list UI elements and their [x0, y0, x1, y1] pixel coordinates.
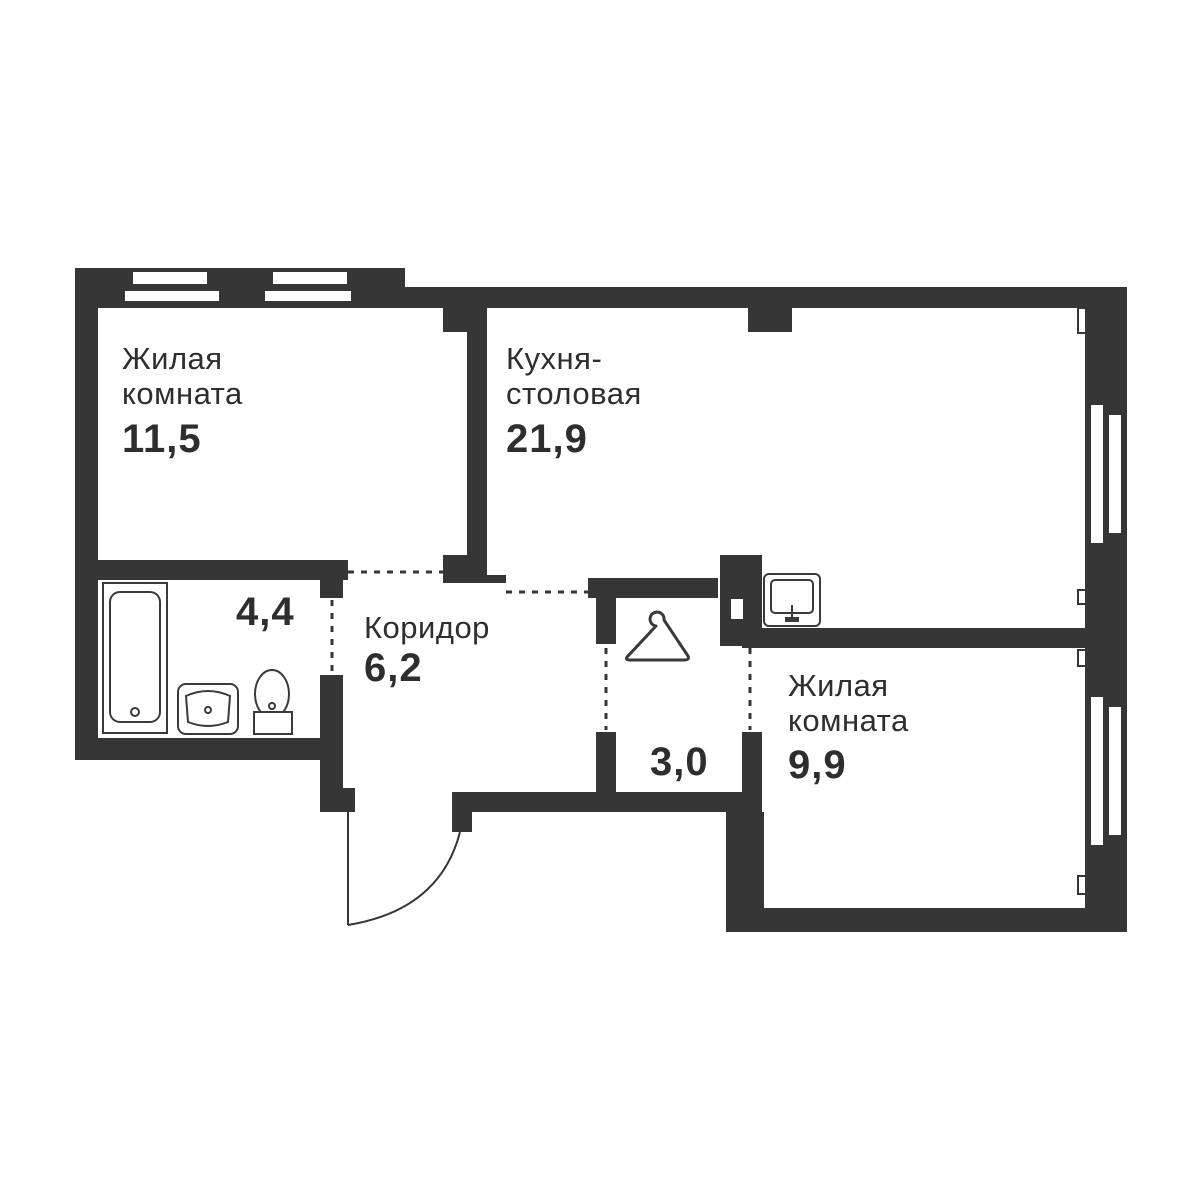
living-room-2-name: Жилая комната: [788, 668, 909, 738]
living-room-1-name: Жилая комната: [122, 341, 243, 411]
wardrobe-area: 3,0: [650, 740, 709, 784]
doorways: [330, 570, 752, 730]
living-room-2-area: 9,9: [788, 743, 847, 787]
kitchen-name-line2: столовая: [506, 376, 642, 411]
living-room-2-name-line1: Жилая: [788, 668, 889, 703]
living-room-1-area: 11,5: [122, 417, 202, 461]
entrance-door: [347, 812, 461, 926]
windows: [123, 270, 1123, 895]
kitchen-area: 21,9: [506, 417, 588, 461]
kitchen-name: Кухня- столовая: [506, 341, 642, 411]
corridor-area: 6,2: [364, 646, 423, 690]
bathroom-area: 4,4: [236, 590, 295, 634]
living-room-1-name-line1: Жилая: [122, 341, 223, 376]
hanger-icon: [624, 610, 690, 662]
washbasin-icon: [177, 683, 239, 735]
living-room-1-name-line2: комната: [122, 376, 243, 411]
living-room-2-name-line2: комната: [788, 703, 909, 738]
kitchen-sink-icon: [763, 573, 821, 627]
bathtub-icon: [102, 582, 168, 734]
socket-icon: [729, 597, 745, 621]
kitchen-name-line1: Кухня-: [506, 341, 603, 376]
corridor-name: Коридор: [364, 610, 490, 645]
toilet-icon: [253, 669, 293, 735]
